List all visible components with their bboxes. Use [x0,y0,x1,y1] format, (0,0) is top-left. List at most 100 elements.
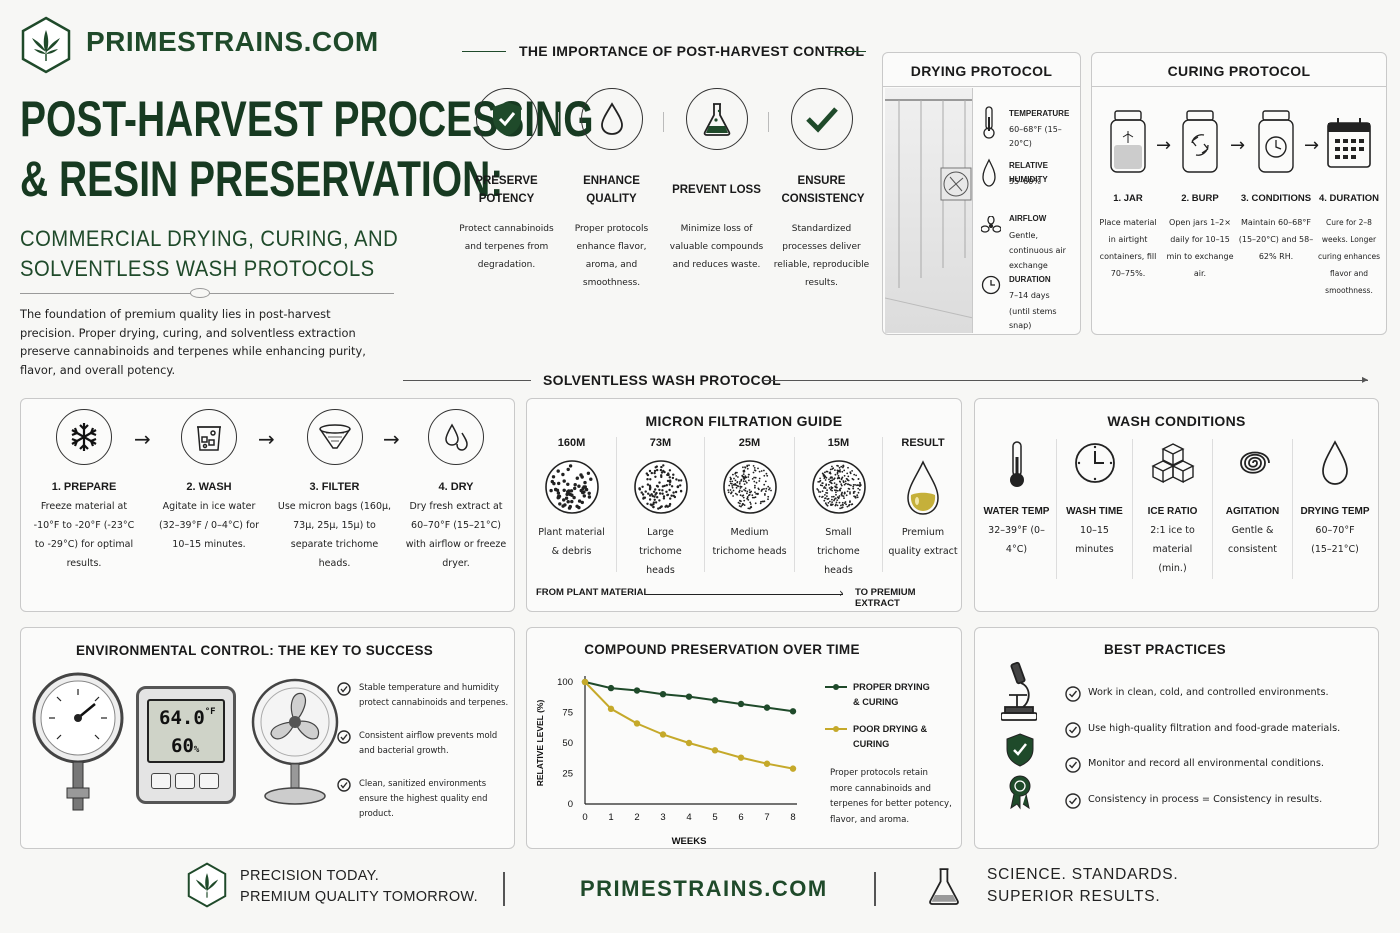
mesh-dot [669,494,673,497]
mesh-dot [838,495,840,497]
mesh-dot [640,491,643,494]
footer-divider [874,872,876,906]
mesh-dot [743,475,746,478]
mesh-dot [841,501,844,504]
mesh-dot [816,481,819,483]
mesh-dot [739,500,742,503]
conditions-heading: WASH CONDITIONS [1107,413,1246,429]
mesh-dot [651,494,654,498]
x-tick-label: 0 [582,812,587,823]
mesh-dot [735,486,737,489]
condition-label: WASH TIME [1066,506,1123,517]
mesh-dot [765,472,767,475]
curing-step-title: 3. CONDITIONS [1240,193,1312,204]
mesh-dot [762,474,765,477]
mesh-dot [752,465,754,467]
mesh-dot [562,488,566,492]
brand-name[interactable]: PRIMESTRAINS.COM [86,26,379,57]
mesh-dot [833,469,836,471]
footer-site-link[interactable]: PRIMESTRAINS.COM [580,876,828,901]
micron-col-73: 73µ Large trichome heads [617,437,705,576]
mesh-dot [737,501,739,504]
hygrometer-button[interactable] [151,773,171,789]
mesh-dot [820,484,823,487]
drying-room-image [885,88,973,333]
mesh-dot [661,485,664,488]
mesh-dot [742,489,745,491]
data-point [763,704,771,711]
mesh-dot [836,473,838,475]
conditions-panel: WASH CONDITIONS WATER TEMP 32–39°F (0–4°… [974,398,1379,612]
practice-item: Work in clean, cold, and controlled envi… [1065,685,1370,721]
mesh-dot [846,475,849,478]
mesh-dot [747,473,750,476]
hygrometer-buttons [151,773,219,789]
data-point [607,684,615,692]
data-point [659,731,667,738]
y-tick-label: 50 [562,738,573,749]
importance-item-quality: ENHANCE QUALITY Proper protocols enhance… [560,82,663,292]
mesh-dot [834,493,837,496]
mesh-dot [742,480,745,483]
mesh-dot [851,485,854,488]
mesh-dot [739,494,741,497]
mesh-dot [836,470,839,473]
mesh-dot [587,495,591,499]
mesh-dot [730,485,733,487]
mesh-dot [852,473,855,476]
mesh-dot [743,504,745,506]
mesh-dot [858,485,861,487]
mesh-dot [848,491,851,493]
data-point [737,754,745,761]
mesh-dot [769,489,772,492]
mesh-dot [756,487,759,490]
page-subtitle-line2: SOLVENTLESS WASH PROTOCOLS [20,256,375,281]
data-point [607,705,615,713]
display-rh-unit: % [193,745,200,755]
check-circle-icon [337,682,351,696]
mesh-dot [556,469,560,473]
condition-value: 2:1 ice to material (min.) [1150,525,1195,574]
hygrometer-screen: 64.0°F 60% [147,699,225,763]
brand-logo[interactable] [20,16,72,74]
mesh-dot [847,479,850,482]
filter-icon [306,409,363,465]
hygrometer-button[interactable] [199,773,219,789]
condition-value: 60–70°F (15–21°C) [1311,525,1359,555]
mesh-dot [738,481,741,483]
importance-row: PRESERVE POTENCY Protect cannabinoids an… [455,82,875,312]
mesh-dot [641,493,644,496]
importance-divider [558,112,559,132]
checkmark-circle-icon [790,88,853,150]
wash-step-title: 1. PREPARE [51,481,117,493]
mesh-dot [665,493,669,497]
mesh-dot [819,484,822,487]
mesh-dot [758,470,760,473]
mesh-dot [580,500,584,505]
mesh-dot [829,477,831,479]
curing-arrow-icon: → [1304,135,1320,156]
micron-heading: MICRON FILTRATION GUIDE [645,413,843,429]
mesh-dot [666,479,669,483]
data-point [763,760,771,767]
x-tick-label: 1 [608,812,613,823]
mesh-dot [822,475,824,477]
mesh-dot [588,477,592,481]
mesh-dot [670,485,673,488]
mesh-dot [832,495,835,498]
mesh-dot [656,507,659,510]
mesh-dot [824,484,827,487]
mesh-dot [566,500,570,504]
mesh-dot [565,482,569,486]
hygrometer-button[interactable] [175,773,195,789]
extract-drop-icon [907,460,939,515]
mesh-dot [840,470,843,473]
thermometer-icon [1009,441,1024,487]
condition-label: DRYING TEMP [1300,506,1370,517]
mesh-dot [836,471,838,474]
mesh-dot [742,469,745,472]
curing-heading: CURING PROTOCOL [1167,63,1311,79]
mesh-dot [830,482,833,485]
mesh-dot [834,486,836,488]
mesh-dot [834,489,837,492]
